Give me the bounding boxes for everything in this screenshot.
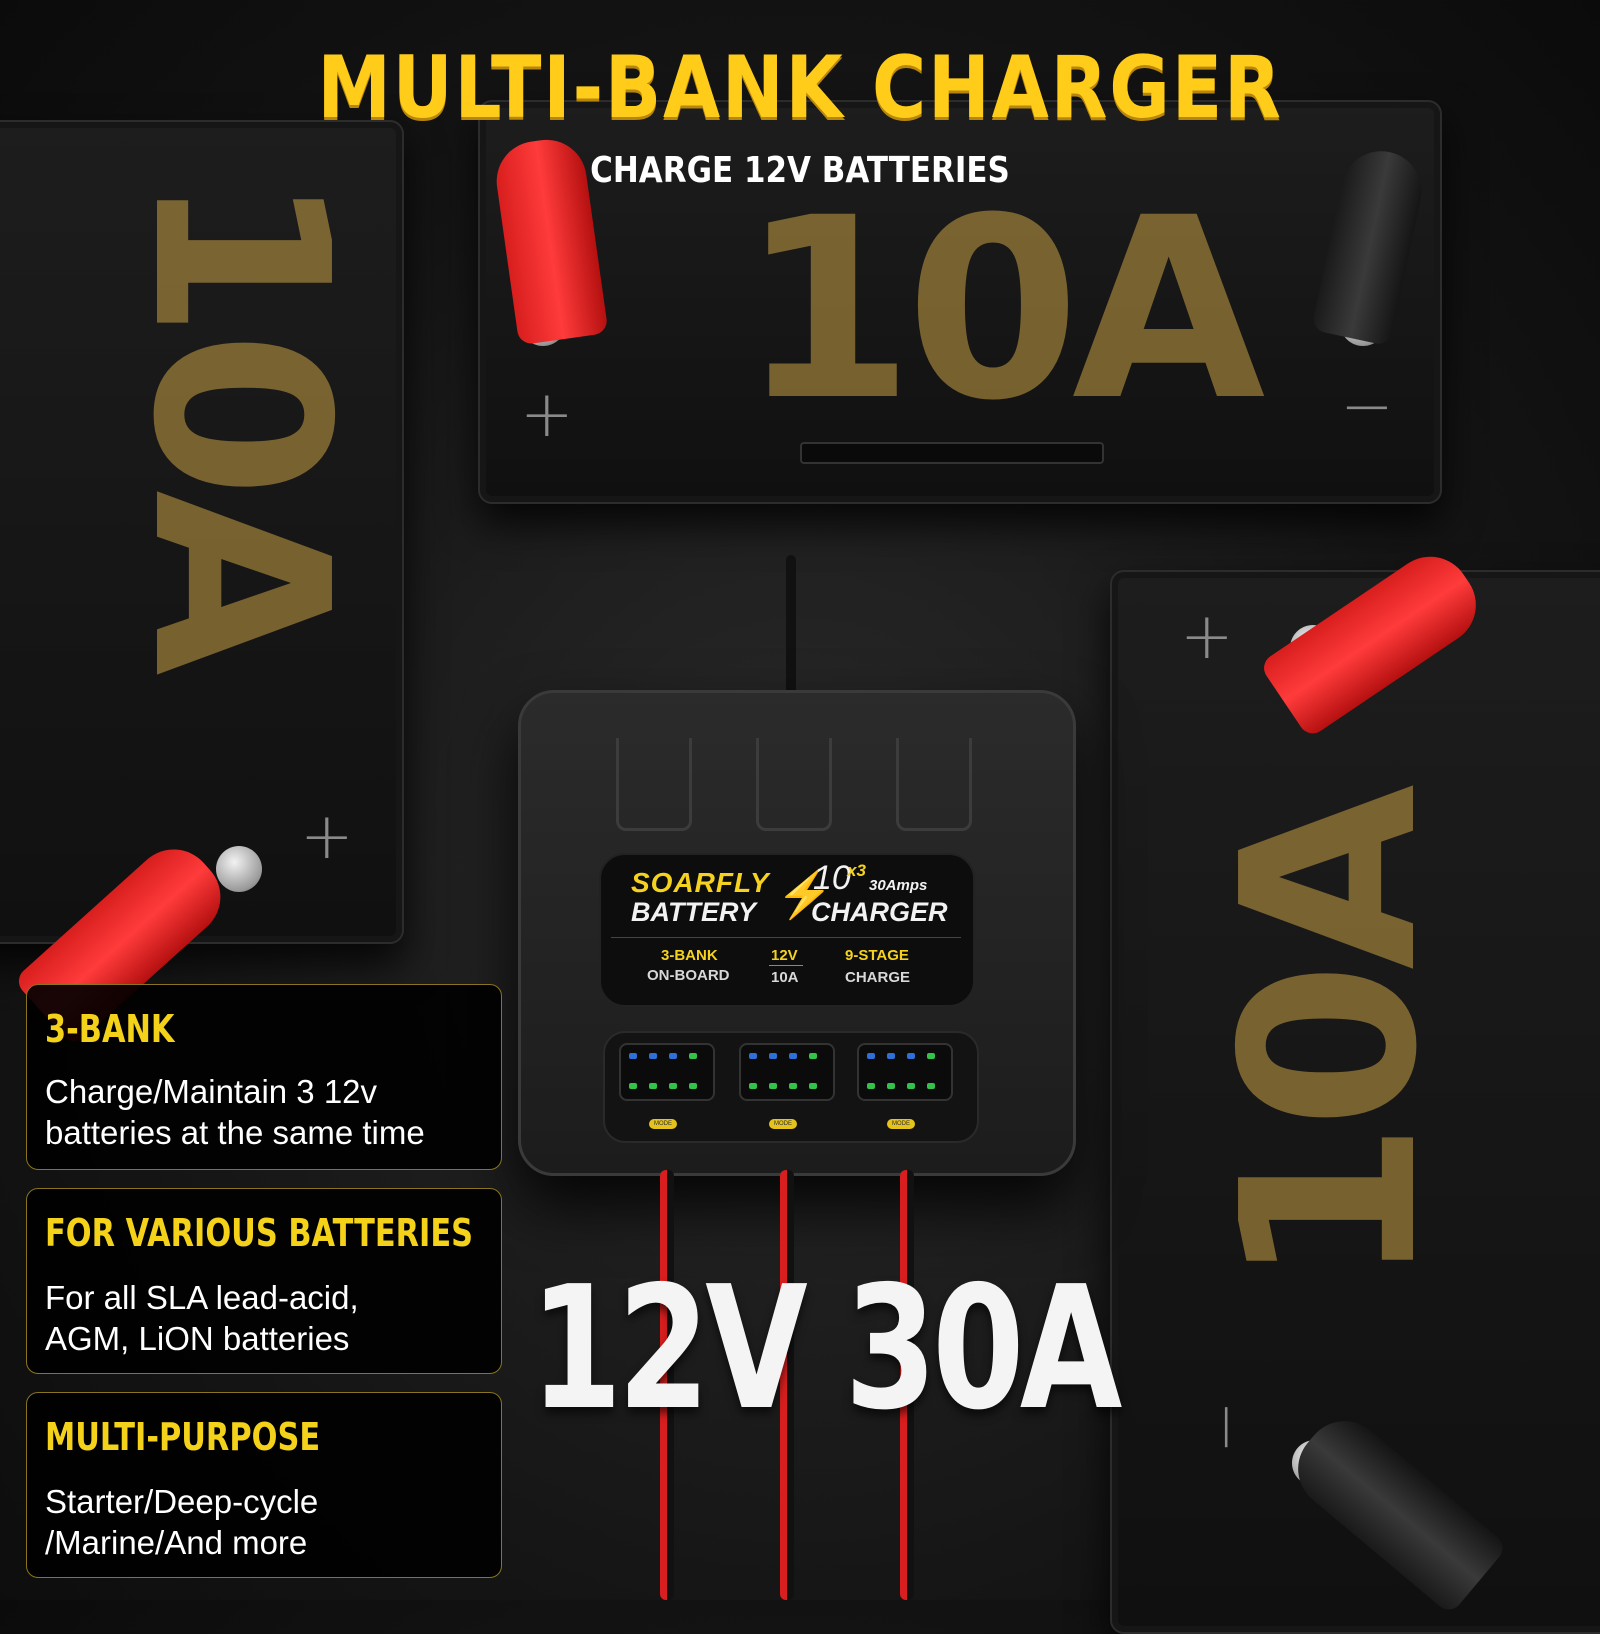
led-indicator <box>867 1053 875 1059</box>
feature-title: FOR VARIOUS BATTERIES <box>45 1211 473 1255</box>
feature-card-3-bank: 3-BANK Charge/Maintain 3 12v batteries a… <box>26 984 502 1170</box>
mode-button-bank-2[interactable]: MODE <box>769 1119 797 1129</box>
multiplier-small: x3 <box>847 861 866 880</box>
plus-sign-icon: + <box>1180 600 1234 674</box>
led-indicator <box>867 1083 875 1089</box>
page-subtitle: CHARGE 12V BATTERIES <box>590 150 1010 191</box>
led-indicator <box>749 1083 757 1089</box>
battery-left <box>0 120 404 944</box>
led-indicator <box>769 1053 777 1059</box>
led-indicator <box>887 1083 895 1089</box>
charger-line2: CHARGER <box>811 897 948 927</box>
led-indicator <box>887 1053 895 1059</box>
led-indicator <box>749 1053 757 1059</box>
led-indicator <box>689 1053 697 1059</box>
led-indicator <box>649 1053 657 1059</box>
voltage-amperage-headline: 12V 30A <box>530 1250 1122 1448</box>
terminal-left-positive <box>216 846 262 892</box>
heatsink-slot <box>756 738 832 831</box>
bank-1-led-panel <box>619 1043 715 1101</box>
brand-name: SOARFLY <box>631 867 770 898</box>
battery-rating-top: 10A <box>740 164 1265 455</box>
led-indicator <box>629 1083 637 1089</box>
heatsink-slot <box>616 738 692 831</box>
plus-sign-icon: + <box>300 800 354 874</box>
led-indicator <box>669 1053 677 1059</box>
page-title: MULTI-BANK CHARGER <box>317 38 1283 138</box>
spec-bank-bottom: ON-BOARD <box>647 967 730 984</box>
feature-body: Charge/Maintain 3 12v batteries at the s… <box>45 1073 425 1151</box>
feature-title: MULTI-PURPOSE <box>45 1415 321 1459</box>
minus-sign-icon: − <box>1189 1400 1264 1454</box>
led-indicator <box>809 1083 817 1089</box>
spec-stage-bottom: CHARGE <box>845 969 911 986</box>
bank-3-led-panel <box>857 1043 953 1101</box>
battery-vent-strip <box>800 442 1104 464</box>
output-cable-1 <box>660 1170 674 1600</box>
charger-label-panel: SOARFLY BATTERY ⚡ 10 x3 30Amps CHARGER 3… <box>599 853 975 1007</box>
battery-rating-right: 10A <box>1190 792 1470 1288</box>
led-indicator <box>629 1053 637 1059</box>
led-indicator <box>907 1053 915 1059</box>
feature-title: 3-BANK <box>45 1007 175 1051</box>
bank-2-led-panel <box>739 1043 835 1101</box>
charger-unit: SOARFLY BATTERY ⚡ 10 x3 30Amps CHARGER 3… <box>518 690 1076 1176</box>
mode-button-bank-3[interactable]: MODE <box>887 1119 915 1129</box>
led-indicator <box>789 1083 797 1089</box>
heatsink-slot <box>896 738 972 831</box>
feature-body: Starter/Deep-cycle /Marine/And more <box>45 1483 319 1561</box>
spec-volt-bottom: 10A <box>771 969 799 986</box>
spec-stage-top: 9-STAGE <box>845 947 909 964</box>
charger-line1: BATTERY <box>631 897 757 927</box>
led-indicator <box>927 1053 935 1059</box>
spec-volt-top: 12V <box>771 947 798 964</box>
minus-sign-icon: − <box>1340 370 1394 444</box>
mode-button-bank-1[interactable]: MODE <box>649 1119 677 1129</box>
label-divider <box>611 937 961 938</box>
led-indicator <box>927 1083 935 1089</box>
total-amps: 30Amps <box>869 877 928 894</box>
led-indicator <box>809 1053 817 1059</box>
lightning-icon: ⚡ <box>776 868 834 920</box>
battery-rating-left: 10A <box>100 172 380 668</box>
battery-top <box>478 100 1442 504</box>
spec-volt-divider <box>769 965 803 966</box>
led-indicator <box>769 1083 777 1089</box>
product-banner: 10A + − 10A + 10A + − MULTI-BANK CHARGER… <box>0 38 1600 1634</box>
feature-card-various-batteries: FOR VARIOUS BATTERIES For all SLA lead-a… <box>26 1188 502 1374</box>
led-indicator <box>669 1083 677 1089</box>
multiplier-big: 10 <box>813 859 851 897</box>
spec-bank-top: 3-BANK <box>661 947 718 964</box>
led-indicator <box>689 1083 697 1089</box>
led-indicator <box>649 1083 657 1089</box>
power-cord <box>786 555 796 695</box>
feature-card-multi-purpose: MULTI-PURPOSE Starter/Deep-cycle /Marine… <box>26 1392 502 1578</box>
led-indicator <box>907 1083 915 1089</box>
led-indicator <box>789 1053 797 1059</box>
plus-sign-icon: + <box>520 378 574 452</box>
feature-body: For all SLA lead-acid, AGM, LiON batteri… <box>45 1279 359 1357</box>
output-cable-2 <box>780 1170 794 1600</box>
output-cable-3 <box>900 1170 914 1600</box>
